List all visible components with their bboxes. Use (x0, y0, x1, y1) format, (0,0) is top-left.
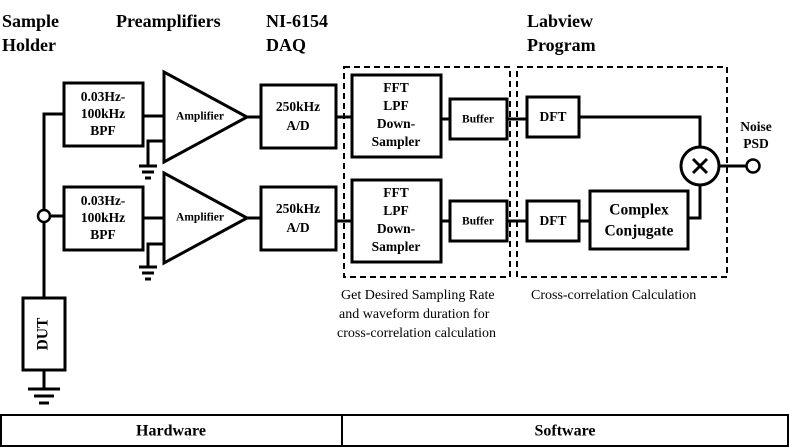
complex-conjugate-block: Complex Conjugate (588, 189, 690, 251)
buffer-block-bottom: Buffer (448, 199, 509, 243)
adc-top-line1: 250kHz (276, 99, 320, 114)
sampling-group-box (343, 66, 511, 278)
header-daq: NI-6154 DAQ (266, 11, 328, 55)
software-label: Software (534, 423, 595, 440)
fft-top-line3: Down- (377, 116, 415, 131)
header-sample-holder-line1: Sample (2, 11, 59, 31)
header-sample-holder: Sample Holder (2, 11, 59, 55)
dft-top-label: DFT (540, 109, 567, 124)
output-label-line2: PSD (743, 136, 769, 151)
amplifier-bottom-label: Amplifier (176, 212, 224, 224)
adc-bottom-line2: A/D (286, 220, 310, 235)
wire-node-to-top-bpf (42, 112, 64, 211)
ground-symbol-amp-top (139, 164, 157, 180)
bpf-top-line2: 100kHz (81, 106, 125, 121)
amplifier-top: Amplifier (162, 69, 251, 165)
bpf-bottom-line2: 100kHz (81, 210, 125, 225)
fft-top-line2: LPF (383, 98, 409, 113)
header-labview-line2: Program (527, 35, 596, 55)
sample-holder-wiring (28, 112, 64, 405)
dft-block-bottom: DFT (525, 199, 581, 243)
bpf-top-line1: 0.03Hz- (81, 89, 126, 104)
sampling-caption-line3: cross-correlation calculation (337, 326, 496, 341)
amplifier-bottom: Amplifier (162, 170, 251, 266)
fft-bottom-line1: FFT (383, 185, 409, 200)
adc-block-top: 250kHz A/D (259, 83, 338, 150)
fft-top-line4: Sampler (372, 134, 421, 149)
fft-block-bottom: FFT LPF Down- Sampler (350, 178, 443, 264)
ground-symbol-amp-bottom (139, 265, 157, 281)
adc-top-line2: A/D (286, 118, 310, 133)
buffer-block-top: Buffer (448, 97, 509, 141)
dft-block-top: DFT (525, 95, 581, 139)
dut-block: DUT (21, 296, 67, 372)
header-daq-line2: DAQ (266, 35, 306, 55)
bpf-block-bottom: 0.03Hz- 100kHz BPF (62, 185, 145, 252)
adc-block-bottom: 250kHz A/D (259, 185, 338, 252)
header-labview: Labview Program (527, 11, 596, 55)
complex-conjugate-line2: Conjugate (605, 223, 674, 240)
adc-bottom-line1: 250kHz (276, 201, 320, 216)
fft-bottom-line4: Sampler (372, 239, 421, 254)
header-preamplifiers: Preamplifiers (116, 11, 221, 31)
ground-symbol-dut (28, 387, 60, 405)
sampling-caption-line1: Get Desired Sampling Rate (341, 288, 495, 303)
fft-block-top: FFT LPF Down- Sampler (350, 73, 443, 159)
cross-correlation-group-box (516, 66, 728, 278)
bpf-bottom-line3: BPF (90, 227, 116, 242)
dft-bottom-label: DFT (540, 213, 567, 228)
header-labview-line1: Labview (527, 11, 593, 31)
header-sample-holder-line2: Holder (2, 35, 56, 55)
bottom-bar: Hardware Software (0, 414, 789, 447)
output-label-line1: Noise (740, 119, 772, 134)
hardware-label: Hardware (136, 423, 206, 440)
bpf-bottom-line1: 0.03Hz- (81, 193, 126, 208)
amplifier-top-label: Amplifier (176, 111, 224, 123)
wire-complex-to-multiplier (688, 185, 702, 220)
complex-conjugate-line1: Complex (609, 202, 669, 219)
dut-label: DUT (35, 317, 52, 350)
buffer-bottom-label: Buffer (462, 216, 494, 228)
cross-correlation-caption: Cross-correlation Calculation (531, 288, 696, 303)
fft-bottom-line2: LPF (383, 203, 409, 218)
fft-top-line1: FFT (383, 80, 409, 95)
sampling-caption: Get Desired Sampling Rate and waveform d… (337, 288, 496, 341)
multiplier-icon (679, 145, 721, 187)
sampling-caption-line2: and waveform duration for (339, 307, 490, 322)
header-daq-line1: NI-6154 (266, 11, 328, 31)
fft-bottom-line3: Down- (377, 221, 415, 236)
bpf-top-line3: BPF (90, 123, 116, 138)
junction-node (36, 208, 52, 224)
wire-amp-top-ground (146, 139, 164, 165)
output-terminal (745, 158, 761, 174)
bpf-block-top: 0.03Hz- 100kHz BPF (62, 81, 145, 148)
wire-dft-top-to-multiplier (579, 115, 702, 147)
wire-amp-bottom-ground (146, 242, 164, 266)
buffer-top-label: Buffer (462, 114, 494, 126)
